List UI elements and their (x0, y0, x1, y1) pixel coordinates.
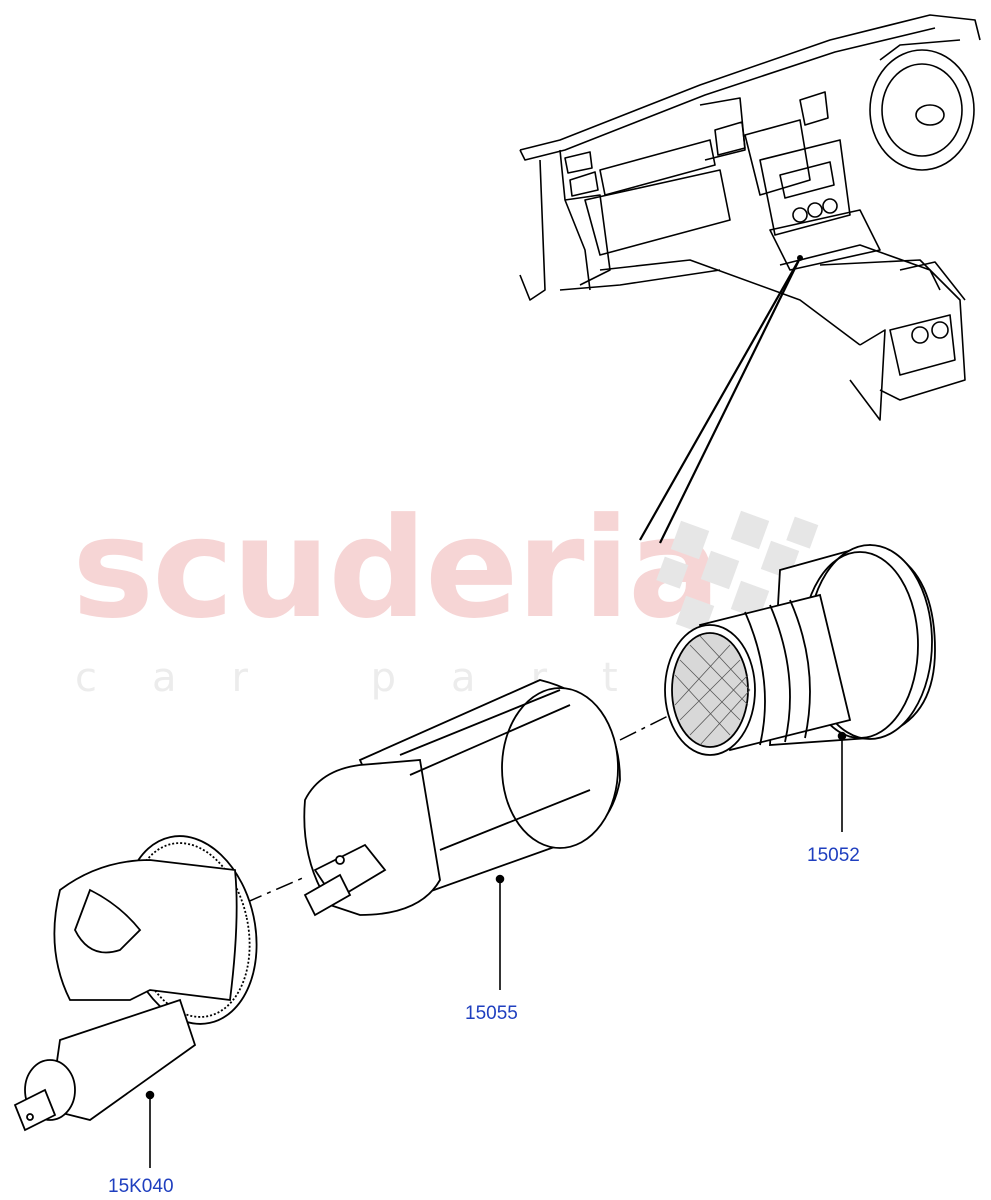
watermark-tagline: car parts (75, 655, 749, 701)
part-15052-lighter (664, 544, 936, 756)
callout-leaders (145, 731, 847, 1168)
leader-lines (639, 257, 801, 544)
watermark-brand: scuderia (72, 488, 721, 649)
location-marker (797, 255, 803, 261)
lighter-knob-mesh (674, 635, 751, 746)
callout-15052[interactable]: 15052 (807, 845, 860, 866)
dashboard-illustration (519, 14, 981, 421)
part-15055-socket (303, 679, 621, 917)
part-15K040-bracket (13, 835, 258, 1132)
assembly-axis (244, 704, 691, 904)
callout-15K040[interactable]: 15K040 (108, 1176, 174, 1197)
callout-15055[interactable]: 15055 (465, 1003, 518, 1024)
